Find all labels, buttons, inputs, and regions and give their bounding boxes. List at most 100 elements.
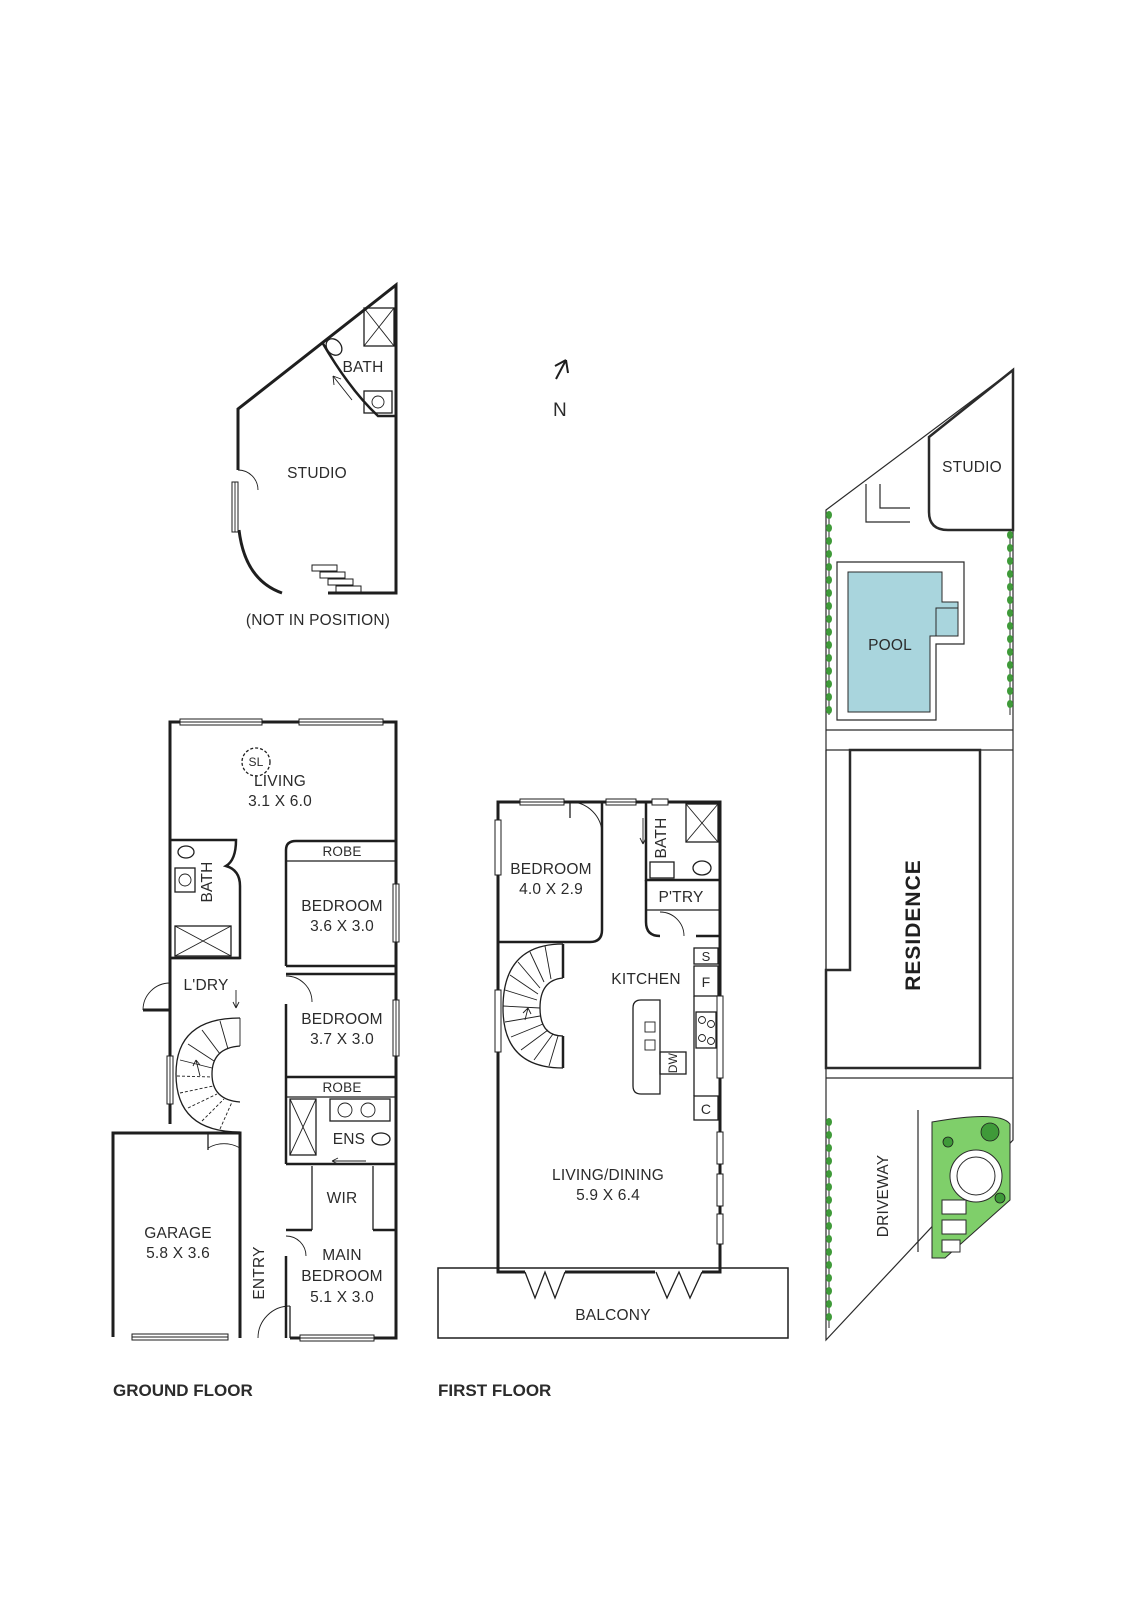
hedge-shrub [826,550,832,558]
ff-window-3 [651,798,669,806]
ff-bath-toilet [692,860,712,876]
studio-toilet [325,338,343,356]
kitchen-window [716,995,724,1079]
gf-bath-label: BATH [199,862,216,903]
gf-bath-basin [174,867,196,893]
skylight-label: SL [248,755,263,769]
hedge-shrub [826,1170,832,1178]
garage-name: GARAGE [144,1225,212,1242]
bedroom-2-dim: 3.7 X 3.0 [310,1031,374,1048]
ff-spiral-stair [502,943,565,1069]
garden-round-feature [949,1149,1003,1203]
ff-side-window-1 [494,819,502,876]
robe-1-label: ROBE [322,844,361,859]
balcony [437,1267,789,1339]
ld-window-2 [716,1173,724,1207]
ld-window-1 [716,1131,724,1165]
gf-bath-toilet [177,845,195,859]
hedge-rows [826,511,1013,1328]
hedge-shrub [1007,661,1013,669]
ff-bedroom-name: BEDROOM [510,861,592,878]
ff-bath-label: BATH [653,818,670,859]
hedge-shrub [826,680,832,688]
gf-living-name: LIVING [254,773,306,790]
garage-dim: 5.8 X 3.6 [146,1245,210,1262]
hedge-shrub [826,1287,832,1295]
ens-vanity [329,1098,391,1122]
first-floor-title: FIRST FLOOR [438,1381,551,1400]
hedge-shrub [1007,700,1013,708]
hedge-shrub [826,693,832,701]
hedge-shrub [826,602,832,610]
skylight-icon [241,747,271,777]
bedroom-1-dim: 3.6 X 3.0 [310,918,374,935]
hedge-shrub [826,537,832,545]
driveway-label: DRIVEWAY [875,1155,892,1238]
ld-window-3 [716,1213,724,1245]
hedge-shrub [1007,557,1013,565]
north-label: N [553,400,567,421]
ff-bath-shower [685,803,719,843]
hedge-shrub [826,654,832,662]
residence-footprint [824,748,982,1070]
site-studio [927,367,1015,532]
hedge-shrub [1007,609,1013,617]
hedge-shrub [1007,622,1013,630]
ground-floor-plan: SL LIVING 3.1 X 6.0 BATH L'DRY [111,718,400,1400]
main-bedroom-name-1: MAIN [322,1247,362,1264]
ff-bedroom-dim: 4.0 X 2.9 [519,881,583,898]
cupboard-c [693,1095,719,1121]
hedge-shrub [826,667,832,675]
dishwasher [659,1051,687,1075]
hedge-shrub [826,615,832,623]
studio-basin [363,390,393,414]
robe-2-label: ROBE [322,1080,361,1095]
hedge-shrub [826,1274,832,1282]
main-bedroom-dim: 5.1 X 3.0 [310,1289,374,1306]
hedge-shrub [1007,635,1013,643]
ground-floor-title: GROUND FLOOR [113,1381,253,1400]
gf-living-dim: 3.1 X 6.0 [248,793,312,810]
hedge-shrub [826,628,832,636]
site-studio-label: STUDIO [942,459,1002,476]
ens-shower [289,1098,317,1156]
hedge-shrub [826,524,832,532]
entry-label: ENTRY [251,1246,268,1299]
bifold-door-2 [655,1270,703,1300]
hedge-shrub [826,589,832,597]
hedge-shrub [826,1248,832,1256]
kitchen-island [632,999,661,1095]
bedroom-1-name: BEDROOM [301,898,383,915]
hedge-shrub [1007,674,1013,682]
ens-label: ENS [333,1131,365,1148]
hedge-shrub [826,1196,832,1204]
c-label: C [701,1101,711,1117]
hedge-shrub [826,706,832,714]
hedge-shrub [826,1118,832,1126]
hedge-shrub [1007,544,1013,552]
wir-label: WIR [327,1190,358,1207]
ff-side-window-2 [494,989,502,1053]
bedroom-2-name: BEDROOM [301,1011,383,1028]
fridge-f [693,965,719,997]
hedge-shrub [826,1144,832,1152]
hedge-shrub [1007,687,1013,695]
hedge-shrub [1007,570,1013,578]
gf-spiral-stair [175,1017,241,1133]
north-arrow-icon [554,359,569,380]
hedge-shrub [1007,583,1013,591]
hedge-shrub [826,511,832,519]
pantry-label: P'TRY [658,889,703,906]
bifold-door-1 [524,1270,566,1300]
hedge-shrub [826,1157,832,1165]
studio-shower [363,307,395,347]
ens-toilet [371,1132,391,1146]
gf-bath-shower [174,925,232,957]
studio-bath-label: BATH [343,359,384,376]
dw-label: DW [666,1052,680,1073]
ff-bath-basin [649,861,675,879]
hedge-shrub [1007,596,1013,604]
ff-living-name: LIVING/DINING [552,1167,664,1184]
first-floor-plan: BEDROOM 4.0 X 2.9 BATH P'TRY [437,798,789,1400]
